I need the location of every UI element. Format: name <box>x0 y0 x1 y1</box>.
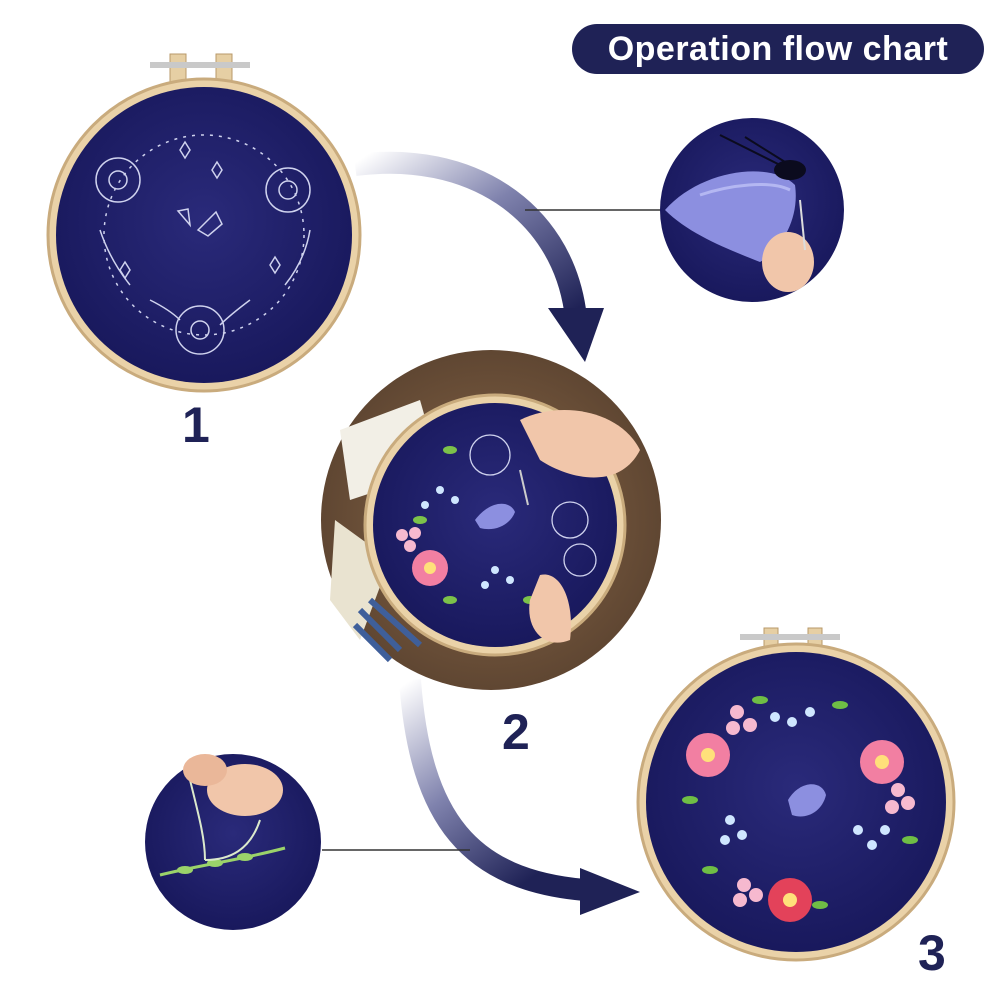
zoom-detail-butterfly <box>660 118 844 302</box>
zoom-detail-leaf-stitch <box>145 754 321 930</box>
step-number-1: 1 <box>182 397 210 453</box>
hoop-step-2 <box>321 350 661 690</box>
page-title: Operation flow chart <box>572 24 984 74</box>
flow-arrow-1 <box>353 151 604 362</box>
step-number-3: 3 <box>918 925 946 981</box>
step-number-2: 2 <box>502 704 530 760</box>
flow-arrow-2 <box>399 679 640 915</box>
hoop-step-3 <box>636 627 956 962</box>
hoop-step-1 <box>46 53 362 393</box>
